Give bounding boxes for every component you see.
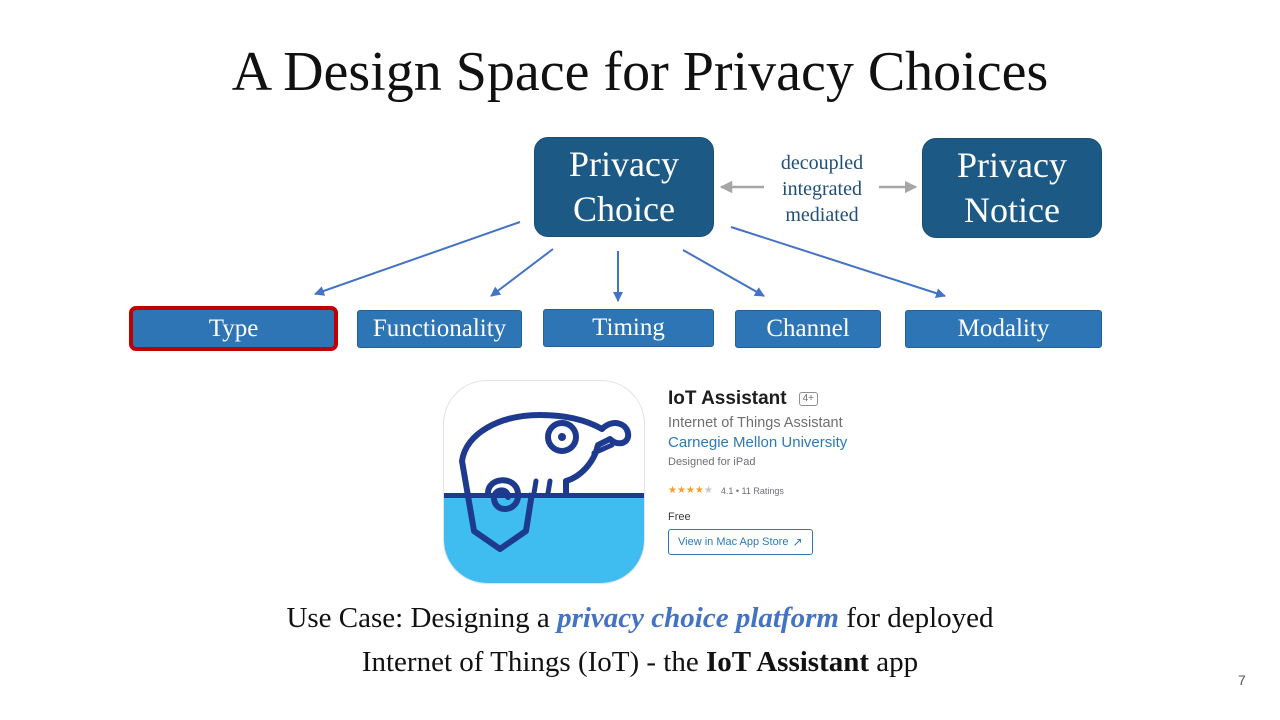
designed-for-label: Designed for iPad: [668, 456, 756, 468]
icon-waterline: [444, 493, 644, 498]
relation-types: decoupled integrated mediated: [760, 150, 884, 228]
arrow-to-functionality: [490, 248, 554, 297]
chameleon-app-icon: [443, 380, 645, 584]
icon-water: [444, 495, 644, 583]
arrow-to-modality: [730, 226, 946, 298]
view-button-label: View in Mac App Store: [678, 536, 789, 548]
caption-line-2: Internet of Things (IoT) - the IoT Assis…: [0, 640, 1280, 684]
caption-emphasis: privacy choice platform: [557, 602, 839, 634]
caption-line1-prefix: Use Case: Designing a: [286, 602, 558, 634]
privacy-choice-line1: Privacy: [569, 144, 679, 184]
app-store-listing: IoT Assistant 4+ Internet of Things Assi…: [668, 388, 847, 555]
age-rating-badge: 4+: [798, 392, 818, 406]
relation-mediated: mediated: [785, 204, 859, 226]
relation-decoupled: decoupled: [780, 152, 864, 174]
app-name-row: IoT Assistant 4+: [668, 388, 847, 410]
arrow-to-type: [314, 221, 521, 296]
privacy-choice-box: Privacy Choice: [534, 137, 714, 237]
app-name[interactable]: IoT Assistant: [668, 388, 787, 409]
dimension-channel: Channel: [735, 310, 881, 348]
page-number: 7: [1238, 672, 1246, 688]
privacy-notice-box: Privacy Notice: [922, 138, 1102, 238]
privacy-notice-line1: Privacy: [957, 145, 1067, 185]
dimension-timing: Timing: [543, 309, 714, 347]
app-subtitle: Internet of Things Assistant: [668, 415, 843, 431]
price-label: Free: [668, 511, 691, 523]
caption-line2-prefix: Internet of Things (IoT) - the: [361, 646, 706, 678]
arrow-to-channel: [682, 249, 765, 297]
caption-line1-suffix: for deployed: [838, 602, 994, 634]
star-rating-icon: ★★★★★: [668, 485, 713, 496]
external-arrow-icon: ↗: [792, 535, 803, 549]
slide-caption: Use Case: Designing a privacy choice pla…: [0, 596, 1280, 684]
caption-line2-suffix: app: [869, 646, 919, 678]
rating-text: 4.1 • 11 Ratings: [720, 485, 784, 496]
dimension-type: Type: [129, 306, 338, 351]
privacy-choice-line2: Choice: [573, 189, 675, 229]
dimension-functionality: Functionality: [357, 310, 522, 348]
view-in-mac-app-store-button[interactable]: View in Mac App Store ↗: [668, 529, 813, 555]
privacy-notice-line2: Notice: [964, 190, 1060, 230]
rating-row: ★★★★★ 4.1 • 11 Ratings: [668, 485, 847, 496]
chameleon-icon: [459, 412, 632, 552]
dimension-modality: Modality: [905, 310, 1102, 348]
developer-link[interactable]: Carnegie Mellon University: [668, 434, 848, 451]
relation-integrated: integrated: [782, 178, 862, 200]
caption-app-name: IoT Assistant: [705, 646, 870, 678]
slide-title: A Design Space for Privacy Choices: [231, 41, 1049, 103]
caption-line-1: Use Case: Designing a privacy choice pla…: [0, 596, 1280, 640]
